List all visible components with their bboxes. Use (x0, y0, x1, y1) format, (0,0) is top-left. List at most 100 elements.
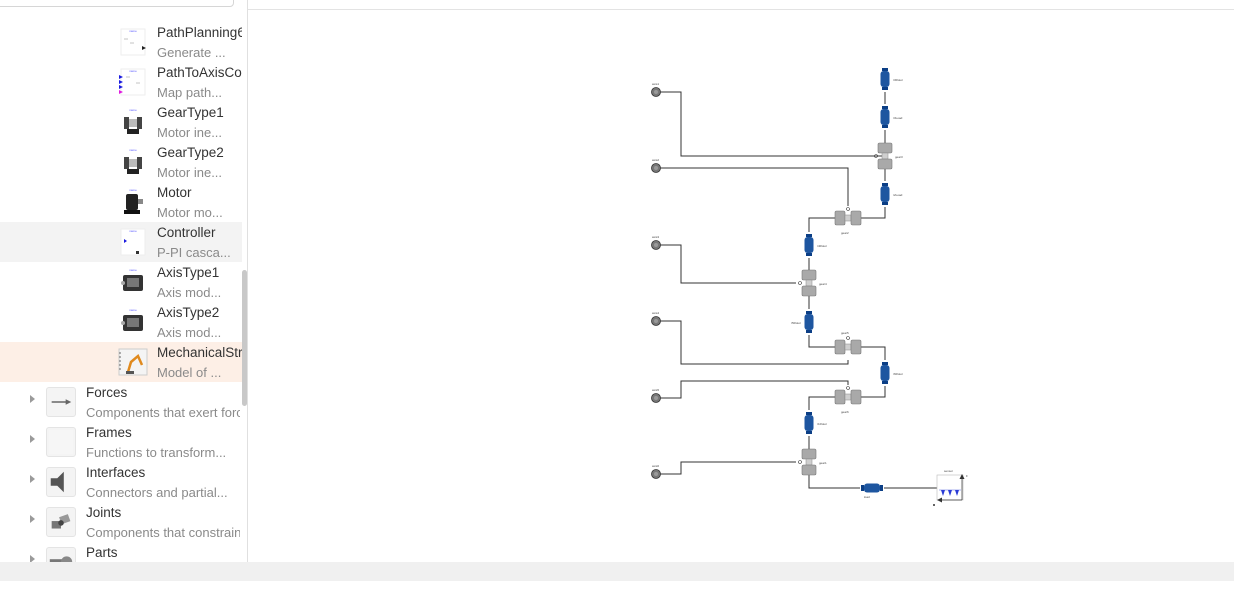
library-group-title: Joints (86, 505, 122, 520)
inertia-block[interactable]: r3Load (880, 106, 903, 128)
axis-source-5[interactable]: axis5 (651, 388, 661, 403)
library-item-title: GearType1 (157, 105, 224, 120)
library-group-desc: Functions to transform... (86, 445, 227, 460)
motor-icon: name (124, 188, 143, 214)
inertia-block[interactable]: r2Load (880, 183, 903, 205)
library-group-desc: Components that exert forces... (86, 405, 240, 420)
inertia-block[interactable]: r4Rotor (804, 234, 828, 256)
window-bottom-edge (0, 581, 1234, 590)
library-browser: name PathPlanning6 Generate ... name Pat… (0, 0, 247, 562)
gear-block[interactable]: gear4 (798, 269, 828, 297)
library-group-title: Parts (86, 545, 118, 560)
library-item-mechanicalstructure[interactable]: MechanicalStructure Model of ... (0, 342, 242, 382)
component-label: r6Rotor (893, 372, 903, 376)
expand-caret-icon[interactable] (30, 555, 35, 562)
component-label: axis5 (652, 388, 659, 392)
svg-text:name: name (129, 229, 137, 233)
force-sensor-block[interactable]: sensor F (933, 469, 968, 506)
component-label: gear4 (819, 282, 827, 286)
search-box[interactable] (0, 0, 234, 7)
axis-source-2[interactable]: axis2 (651, 158, 661, 173)
component-label: gear2 (841, 231, 849, 235)
gear-type-icon: name (124, 148, 142, 174)
axis-source-6[interactable]: axis6 (651, 464, 661, 479)
library-group-title: Frames (86, 425, 132, 440)
component-label: axis3 (652, 235, 659, 239)
library-item-title: GearType2 (157, 145, 224, 160)
library-item-motor[interactable]: name Motor Motor mo... (0, 182, 242, 222)
controller-icon: name (120, 228, 146, 256)
axis-type-icon: name (121, 308, 143, 331)
expand-caret-icon[interactable] (30, 475, 35, 483)
library-item-geartype2[interactable]: name GearType2 Motor ine... (0, 142, 242, 182)
component-label: gear5 (841, 331, 849, 335)
forces-icon (46, 387, 76, 417)
library-item-desc: Generate ... (157, 45, 226, 60)
library-group-title: Forces (86, 385, 128, 400)
component-label: r3Rotor (893, 78, 903, 82)
library-group-joints[interactable]: Joints Components that constrain... (0, 502, 242, 542)
library-group-parts[interactable]: Parts (0, 542, 242, 562)
pane-divider[interactable] (247, 0, 248, 562)
inertia-block[interactable]: r3Rotor (880, 68, 904, 90)
library-group-title: Interfaces (86, 465, 146, 480)
library-item-title: MechanicalStructure (157, 345, 242, 360)
gear-block[interactable]: gear2 (834, 207, 862, 236)
status-bar (0, 562, 1234, 581)
library-item-desc: P-PI casca... (157, 245, 231, 260)
library-item-geartype1[interactable]: name GearType1 Motor ine... (0, 102, 242, 142)
library-group-desc: Connectors and partial... (86, 485, 228, 500)
component-label: axis4 (652, 311, 659, 315)
gear-block[interactable]: gear1 (798, 448, 828, 476)
component-label: gear1 (819, 461, 827, 465)
library-item-pathtoaxiscontrol[interactable]: name PathToAxisControl Map path... (0, 62, 242, 102)
inertia-block[interactable]: r6Rotor (880, 362, 904, 384)
library-item-desc: Axis mod... (157, 325, 222, 340)
svg-text:name: name (129, 188, 137, 192)
library-item-axistype1[interactable]: name AxisType1 Axis mod... (0, 262, 242, 302)
sidebar-scrollbar[interactable] (242, 270, 247, 406)
library-item-axistype2[interactable]: name AxisType2 Axis mod... (0, 302, 242, 342)
path-to-axis-icon: name (119, 68, 146, 96)
gear-block[interactable]: gear6 (834, 386, 862, 415)
component-label: axis1 (652, 82, 659, 86)
library-group-forces[interactable]: Forces Components that exert forces... (0, 382, 242, 422)
expand-caret-icon[interactable] (30, 395, 35, 403)
library-item-title: Motor (157, 185, 192, 200)
component-label: r5Rotor (791, 321, 801, 325)
interfaces-icon (46, 467, 76, 497)
library-item-title: AxisType1 (157, 265, 220, 280)
inertia-block[interactable]: r5Rotor (791, 311, 814, 333)
path-planning-icon: name (120, 28, 146, 56)
svg-text:name: name (129, 108, 137, 112)
library-item-title: Controller (157, 225, 216, 240)
component-label: r1Rotor (817, 422, 827, 426)
library-group-interfaces[interactable]: Interfaces Connectors and partial... (0, 462, 242, 502)
library-item-desc: Motor mo... (157, 205, 223, 220)
expand-caret-icon[interactable] (30, 435, 35, 443)
component-label: axis6 (652, 464, 659, 468)
svg-text:name: name (129, 268, 137, 272)
axis-source-4[interactable]: axis4 (651, 311, 661, 326)
inertia-block[interactable]: r1Rotor (804, 412, 828, 434)
library-group-frames[interactable]: Frames Functions to transform... (0, 422, 242, 462)
inertia-block[interactable]: load (861, 483, 883, 500)
library-item-desc: Motor ine... (157, 125, 223, 140)
library-item-controller[interactable]: name Controller P-PI casca... (0, 222, 242, 262)
library-item-desc: Motor ine... (157, 165, 223, 180)
expand-caret-icon[interactable] (30, 515, 35, 523)
gear-block[interactable]: gear3 (874, 142, 904, 170)
axis-source-1[interactable]: axis1 (651, 82, 661, 97)
library-item-title: PathPlanning6 (157, 25, 242, 40)
component-label: gear3 (895, 155, 903, 159)
library-group-desc: Components that constrain... (86, 525, 240, 540)
axis-source-3[interactable]: axis3 (651, 235, 661, 250)
gear-type-icon: name (124, 108, 142, 134)
mechanical-structure-icon (118, 348, 148, 376)
component-label: axis2 (652, 158, 659, 162)
library-item-pathplanning6[interactable]: name PathPlanning6 Generate ... (0, 22, 242, 62)
svg-text:name: name (129, 69, 137, 73)
gear-block[interactable]: gear5 (834, 331, 862, 355)
diagram-canvas[interactable]: axis1 axis2 axis3 axis4 axis5 axis6 r3Ro… (248, 10, 1234, 562)
parts-icon (46, 547, 76, 562)
